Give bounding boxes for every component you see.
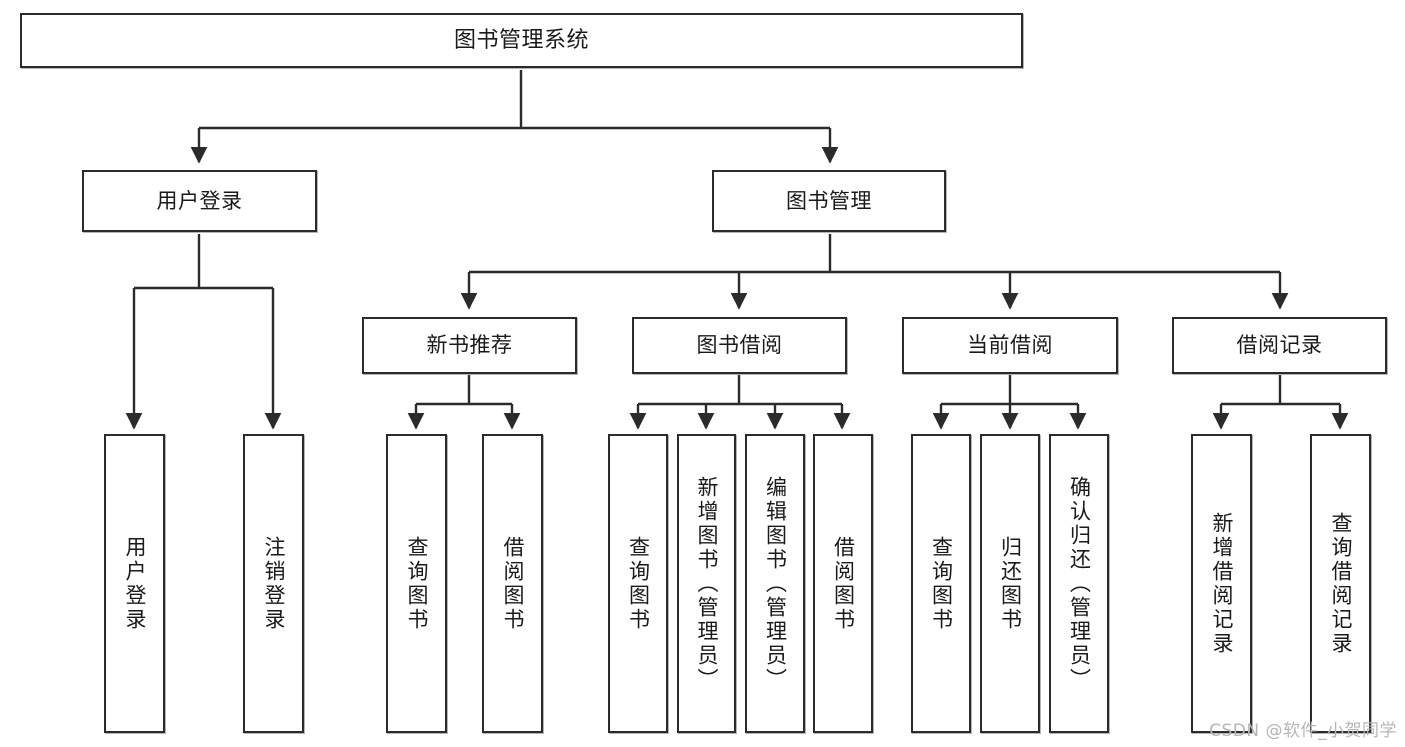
leaf-book-borrow-borrow[interactable]: 借阅图书	[813, 434, 873, 733]
leaf-book-borrow-add[interactable]: 新增图书（管理员）	[677, 434, 736, 733]
leaf-current-borrow-return[interactable]: 归还图书	[980, 434, 1040, 733]
node-current-borrow[interactable]: 当前借阅	[902, 317, 1118, 374]
node-label: 新增借阅记录	[1210, 511, 1234, 656]
node-user-login[interactable]: 用户登录	[82, 170, 317, 232]
leaf-current-borrow-confirm-return[interactable]: 确认归还（管理员）	[1049, 434, 1109, 733]
leaf-book-borrow-query[interactable]: 查询图书	[608, 434, 668, 733]
leaf-current-borrow-query[interactable]: 查询图书	[911, 434, 971, 733]
node-label: 归还图书	[998, 535, 1023, 632]
node-label: 编辑图书（管理员）	[763, 475, 788, 692]
node-label: 图书管理系统	[453, 27, 589, 53]
node-label: 图书管理	[786, 188, 872, 213]
node-label: 用户登录	[156, 188, 243, 213]
node-label: 借阅记录	[1236, 333, 1323, 358]
leaf-book-borrow-edit[interactable]: 编辑图书（管理员）	[745, 434, 805, 733]
node-label: 新增图书（管理员）	[695, 475, 719, 692]
node-book-management[interactable]: 图书管理	[712, 170, 946, 232]
node-label: 借阅图书	[831, 535, 856, 632]
node-label: 当前借阅	[967, 333, 1053, 358]
node-label: 借阅图书	[501, 535, 525, 632]
node-label: 用户登录	[123, 535, 147, 632]
leaf-new-book-borrow[interactable]: 借阅图书	[482, 434, 543, 733]
node-label: 确认归还（管理员）	[1067, 475, 1092, 692]
node-new-book-recommend[interactable]: 新书推荐	[362, 317, 577, 374]
leaf-user-login-login[interactable]: 用户登录	[104, 434, 165, 733]
node-label: 注销登录	[262, 535, 286, 632]
node-root-system[interactable]: 图书管理系统	[20, 13, 1023, 68]
node-borrow-record[interactable]: 借阅记录	[1172, 317, 1387, 374]
node-label: 查询图书	[405, 535, 429, 632]
node-label: 图书借阅	[696, 333, 783, 358]
node-label: 新书推荐	[426, 333, 513, 358]
leaf-borrow-record-add[interactable]: 新增借阅记录	[1191, 434, 1252, 733]
node-label: 查询图书	[929, 535, 954, 632]
csdn-watermark: CSDN @软件_小贺同学	[1209, 721, 1397, 741]
node-label: 查询图书	[626, 535, 651, 632]
leaf-user-login-logout[interactable]: 注销登录	[243, 434, 304, 733]
leaf-borrow-record-query[interactable]: 查询借阅记录	[1310, 434, 1371, 733]
leaf-new-book-query[interactable]: 查询图书	[386, 434, 447, 733]
node-label: 查询借阅记录	[1329, 511, 1353, 656]
node-book-borrow[interactable]: 图书借阅	[632, 317, 847, 374]
